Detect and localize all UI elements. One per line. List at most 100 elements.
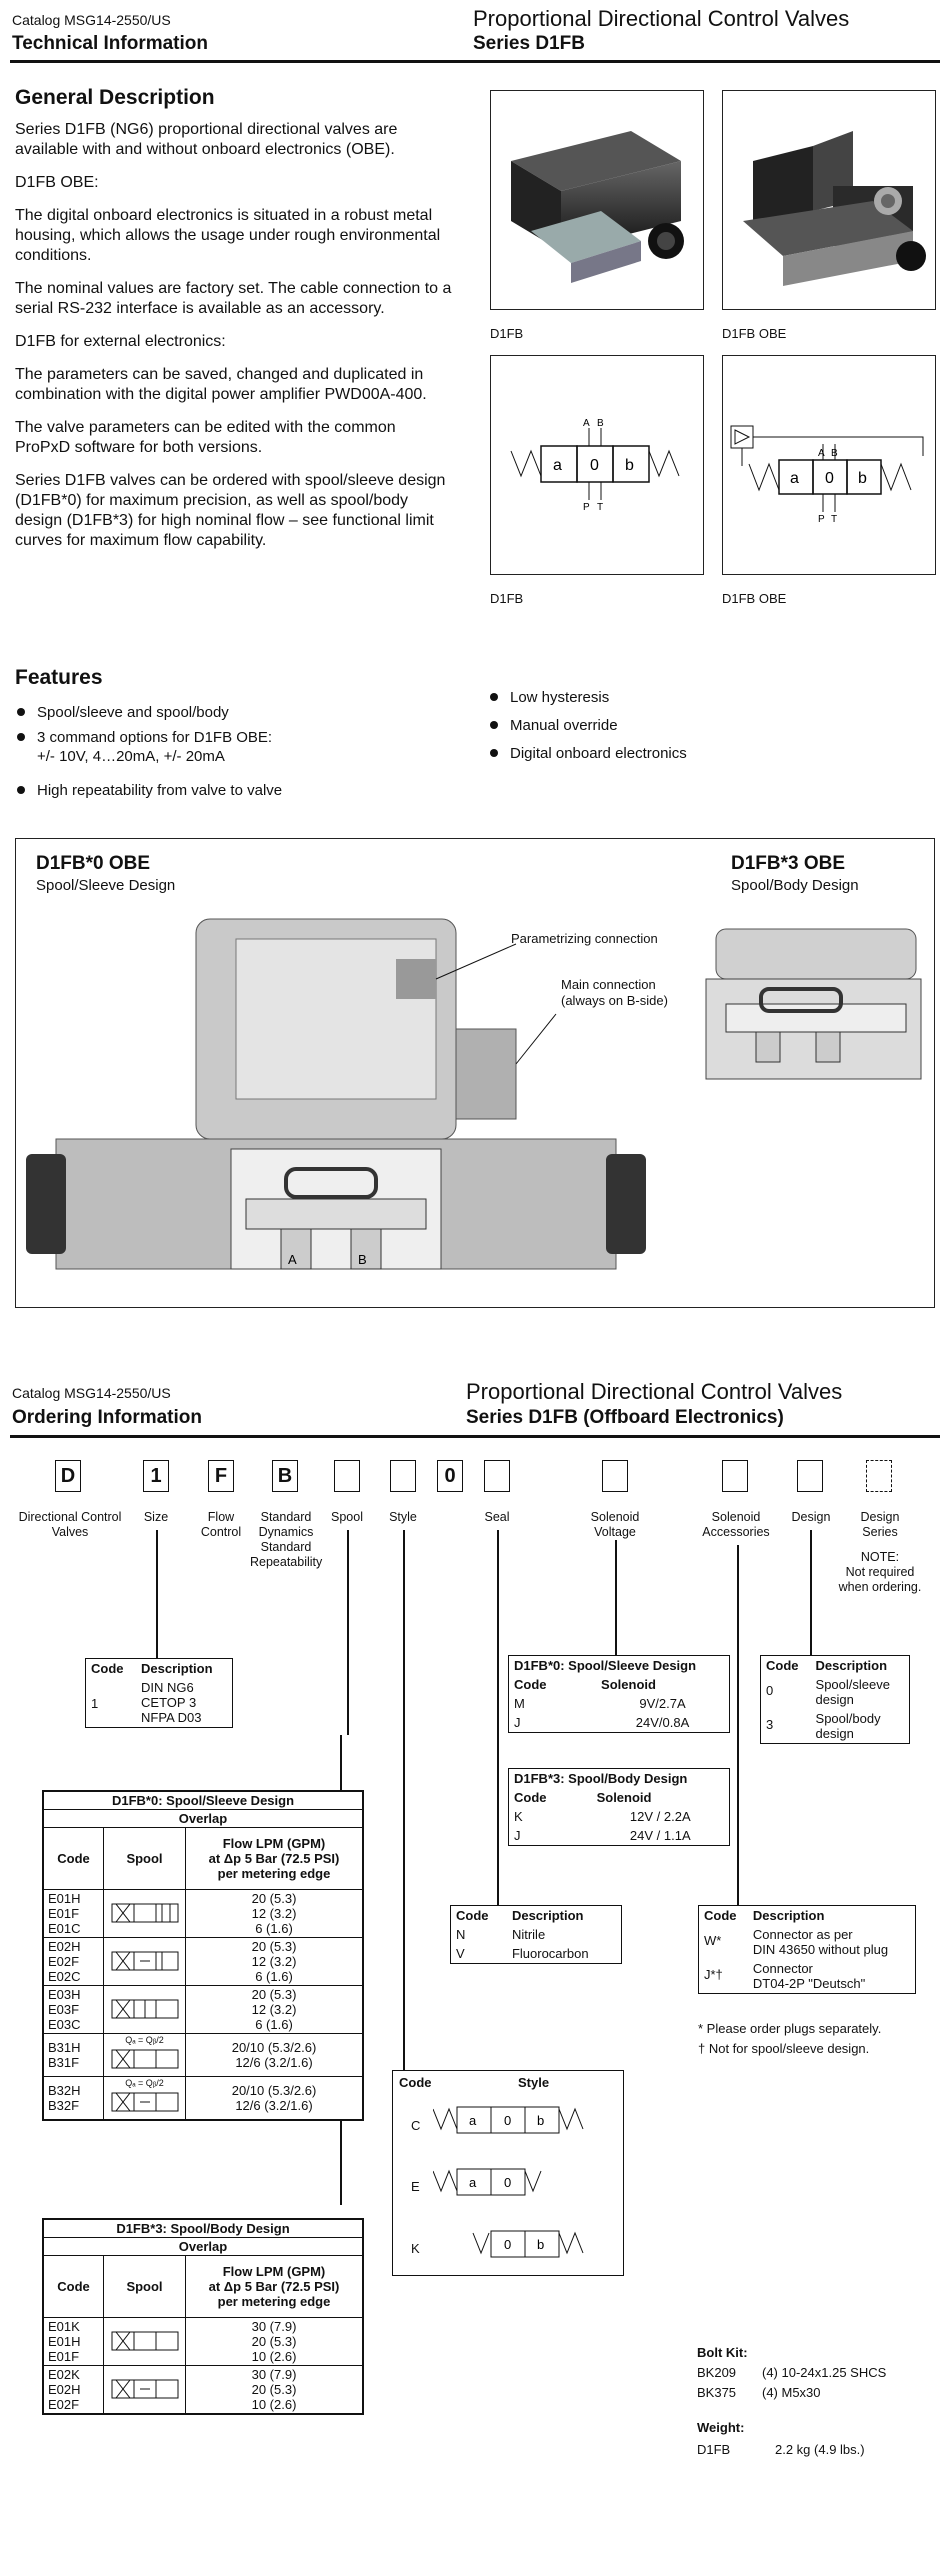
style-code: K [411,2241,420,2256]
code-box [334,1460,360,1492]
cutaway-figure: D1FB*0 OBE Spool/Sleeve Design D1FB*3 OB… [15,838,935,1308]
feature-item: 3 command options for D1FB OBE: +/- 10V,… [15,728,272,766]
code-box [797,1460,823,1492]
catalog-number: Catalog MSG14-2550/US [12,12,171,28]
general-description: General Description Series D1FB (NG6) pr… [15,86,455,564]
svg-text:0: 0 [504,2237,511,2252]
series-title: Series D1FB [473,33,585,54]
paragraph: Series D1FB (NG6) proportional direction… [15,121,398,158]
code-box: D [55,1460,81,1492]
code-box-optional [866,1460,892,1492]
feature-item: Manual override [488,716,618,735]
code-label: Spool [331,1510,363,1524]
code-label: Standard Dynamics Standard Repeatability [250,1510,323,1569]
series-title: Series D1FB (Offboard Electronics) [466,1407,784,1428]
code-label: Seal [484,1510,510,1524]
port-p: P [583,502,590,513]
design-series-note: NOTE: Not required when ordering. [838,1550,922,1594]
th-code: Code [399,2075,432,2090]
bolt-kit-label: Bolt Kit: [697,2345,748,2360]
header-rule [10,1435,940,1438]
code-box: 1 [143,1460,169,1492]
code-label: Solenoid Accessories [702,1510,770,1539]
footnote: † Not for spool/sleeve design. [698,2041,870,2056]
paragraph: Series D1FB valves can be ordered with s… [15,472,446,549]
weight-model: D1FB [697,2442,731,2457]
cutaway-right-title: D1FB*3 OBE [731,853,846,874]
code-label: Design Series [860,1510,900,1539]
symbol-a: a [553,457,562,474]
code-box [484,1460,510,1492]
port-t: T [597,502,603,513]
connector-line [810,1530,812,1655]
code-label: Size [143,1510,169,1524]
paragraph: The digital onboard electronics is situa… [15,207,441,264]
weight-label: Weight: [697,2420,745,2435]
code-box: F [208,1460,234,1492]
symbol-b: b [625,457,634,474]
th-style: Style [518,2075,550,2090]
table-row: J*†Connector DT04-2P "Deutsch" [704,1961,866,1991]
paragraph: The parameters can be saved, changed and… [15,366,427,403]
cutaway-port-a: A [288,1252,297,1267]
cutaway-left-title: D1FB*0 OBE [36,853,151,874]
style-code: C [411,2118,421,2133]
features-heading: Features [15,666,103,689]
paragraph: D1FB OBE: [15,174,99,191]
connector-line [737,1545,739,1905]
connector-line [615,1540,617,1655]
symbol-a: a [790,470,799,487]
connector-line [403,1530,405,2070]
svg-text:b: b [537,2113,544,2128]
style-code: E [411,2179,420,2194]
caption-d1fb-symbol: D1FB [490,591,524,606]
spool-sleeve-table: D1FB*0: Spool/Sleeve Design Overlap Code… [42,1790,364,2121]
port-b: B [831,448,838,459]
svg-text:0: 0 [504,2113,511,2128]
feature-item: Low hysteresis [488,688,609,707]
footnote: * Please order plugs separately. [698,2021,882,2036]
header-rule [10,60,940,63]
port-a: A [583,418,590,429]
catalog-number: Catalog MSG14-2550/US [12,1385,171,1401]
weight-value: 2.2 kg (4.9 lbs.) [775,2442,865,2457]
callout-parametrizing: Parametrizing connection [511,931,658,946]
code-label: Style [389,1510,417,1524]
callout-main-connection: Main connection (always on B-side) [561,977,668,1008]
caption-d1fb: D1FB [490,326,524,341]
svg-text:0: 0 [504,2175,511,2190]
paragraph: D1FB for external electronics: [15,333,226,350]
symbol-0: 0 [825,470,834,487]
code-box: B [272,1460,298,1492]
port-t: T [831,514,837,525]
code-label: Solenoid Voltage [590,1510,640,1539]
table-row: W*Connector as per DIN 43650 without plu… [704,1927,889,1957]
svg-text:a: a [469,2175,477,2190]
d1fb-photo [490,90,704,310]
overlap-title: Overlap [43,1809,363,1828]
d1fb-symbol: a 0 b A B P T [490,355,704,575]
connector-line [347,1530,349,1735]
svg-text:a: a [469,2113,477,2128]
code-box [602,1460,628,1492]
spool-symbol-icon [111,1951,178,1971]
code-label: Directional Control Valves [18,1510,122,1539]
connector-line [497,1530,499,1910]
spool-body-table: D1FB*3: Spool/Body Design Overlap Code S… [42,2218,364,2415]
symbol-b: b [858,470,867,487]
spool-sleeve-title: D1FB*0: Spool/Sleeve Design [43,1791,363,1810]
paragraph: The valve parameters can be edited with … [15,419,396,456]
